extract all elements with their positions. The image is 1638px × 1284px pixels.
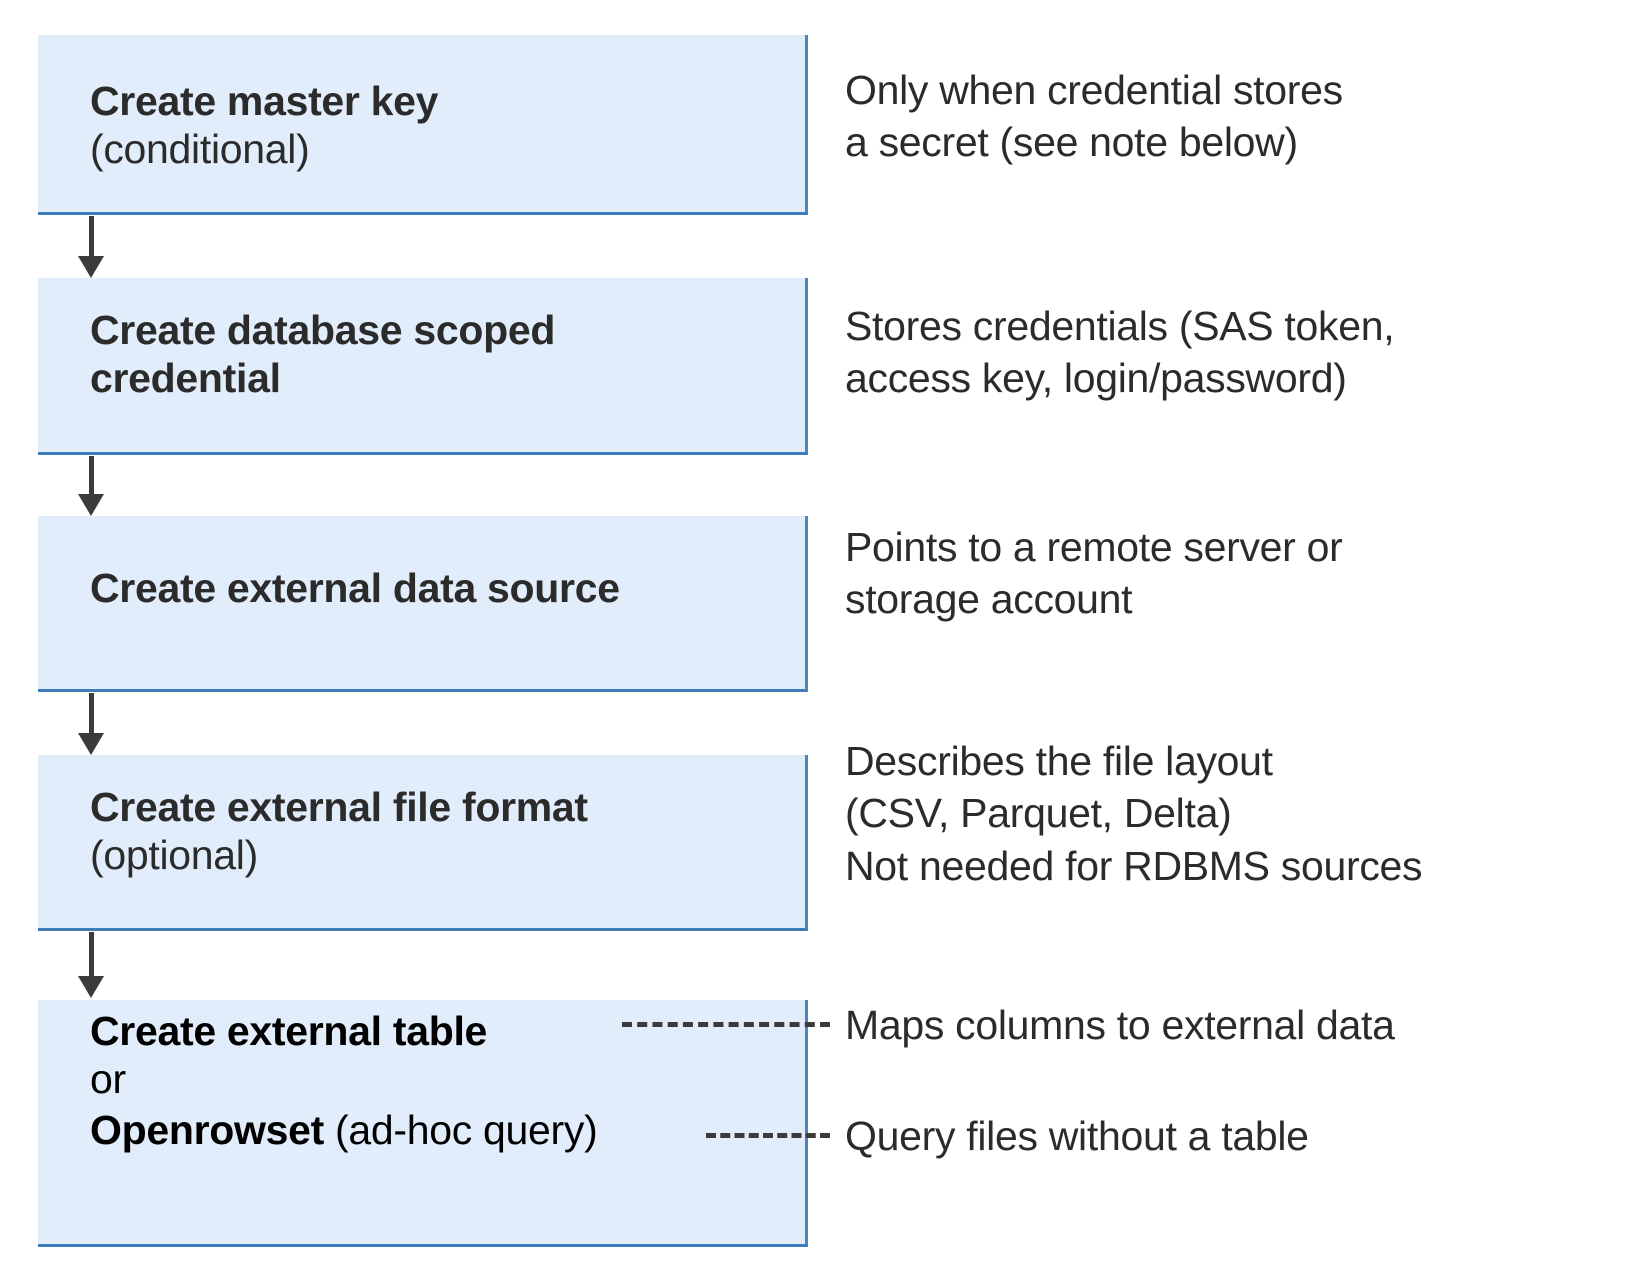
step-title: Create database scoped <box>90 307 556 353</box>
step-box-master-key[interactable]: Create master key (conditional) <box>38 35 808 215</box>
openrowset-row: Openrowset (ad-hoc query) <box>90 1107 598 1154</box>
arrow-head-icon <box>78 976 104 998</box>
external-table-title: Create external table <box>90 1008 488 1054</box>
step-title: Create external data source <box>90 565 620 611</box>
arrow-shaft <box>89 932 94 978</box>
step-box-external-table-or-openrowset[interactable]: Create external table <box>38 1000 808 1247</box>
step-subtitle: (optional) <box>90 832 258 879</box>
step-box-external-data-source[interactable]: Create external data source <box>38 516 808 692</box>
step-label-database-scoped-credential: Create database scoped credential <box>90 306 795 403</box>
step-subtitle: (conditional) <box>90 126 310 173</box>
step-box-external-file-format[interactable]: Create external file format (optional) <box>38 755 808 931</box>
step-description-master-key: Only when credential stores a secret (se… <box>845 67 1343 166</box>
openrowset-suffix: (ad-hoc query) <box>323 1107 598 1153</box>
arrow-shaft <box>89 693 94 735</box>
external-table-text-stack: Create external table or Openrowset (ad-… <box>90 1000 808 1247</box>
arrow-file-format-to-external-table <box>78 932 104 1000</box>
step-title-line2: credential <box>90 355 281 402</box>
step-description-openrowset: Query files without a table <box>845 1113 1309 1159</box>
step-description-external-table: Maps columns to external data <box>845 1002 1395 1048</box>
step-title: Create external file format <box>90 784 588 830</box>
step-description-external-file-format: Describes the file layout (CSV, Parquet,… <box>845 738 1423 889</box>
arrow-shaft <box>89 456 94 496</box>
step-title: Create master key <box>90 78 439 124</box>
arrow-head-icon <box>78 494 104 516</box>
step-box-database-scoped-credential[interactable]: Create database scoped credential <box>38 278 808 455</box>
arrow-data-source-to-file-format <box>78 693 104 755</box>
step-label-master-key: Create master key (conditional) <box>90 77 795 174</box>
dashed-connector-openrowset <box>706 1133 830 1138</box>
openrowset-title: Openrowset <box>90 1107 324 1153</box>
arrow-master-key-to-credential <box>78 216 104 278</box>
external-table-row: Create external table <box>90 1008 487 1055</box>
or-row: or <box>90 1056 126 1103</box>
arrow-credential-to-data-source <box>78 456 104 516</box>
step-description-database-scoped-credential: Stores credentials (SAS token, access ke… <box>845 303 1395 402</box>
step-description-external-data-source: Points to a remote server or storage acc… <box>845 524 1343 623</box>
step-label-external-data-source: Create external data source <box>90 564 795 612</box>
step-label-external-file-format: Create external file format (optional) <box>90 783 795 880</box>
arrow-head-icon <box>78 733 104 755</box>
dashed-connector-external-table <box>622 1022 830 1027</box>
arrow-shaft <box>89 216 94 258</box>
or-label: or <box>90 1056 126 1102</box>
arrow-head-icon <box>78 256 104 278</box>
